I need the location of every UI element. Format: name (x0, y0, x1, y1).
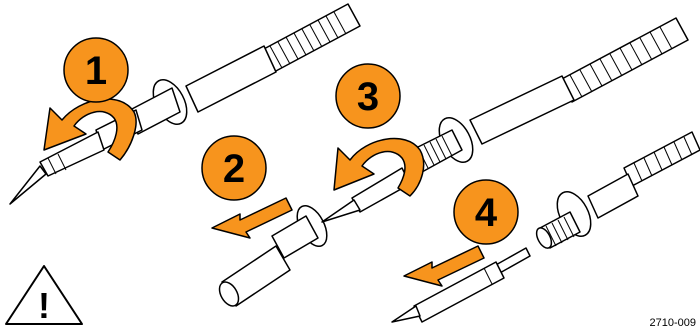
step-badge-1: 1 (64, 38, 128, 102)
step-badge-4: 4 (454, 180, 518, 244)
step-number: 4 (475, 191, 498, 235)
step-badge-3: 3 (336, 64, 400, 128)
warning-mark: ! (38, 285, 50, 326)
figure-code: 2710-009 (650, 317, 697, 329)
probe-4 (534, 132, 700, 251)
warning-triangle-icon: ! (6, 266, 82, 326)
probe-1 (10, 4, 360, 204)
step-number: 2 (223, 147, 245, 191)
step-number: 3 (357, 75, 379, 119)
step-badge-2: 2 (202, 136, 266, 200)
step-number: 1 (85, 49, 107, 93)
